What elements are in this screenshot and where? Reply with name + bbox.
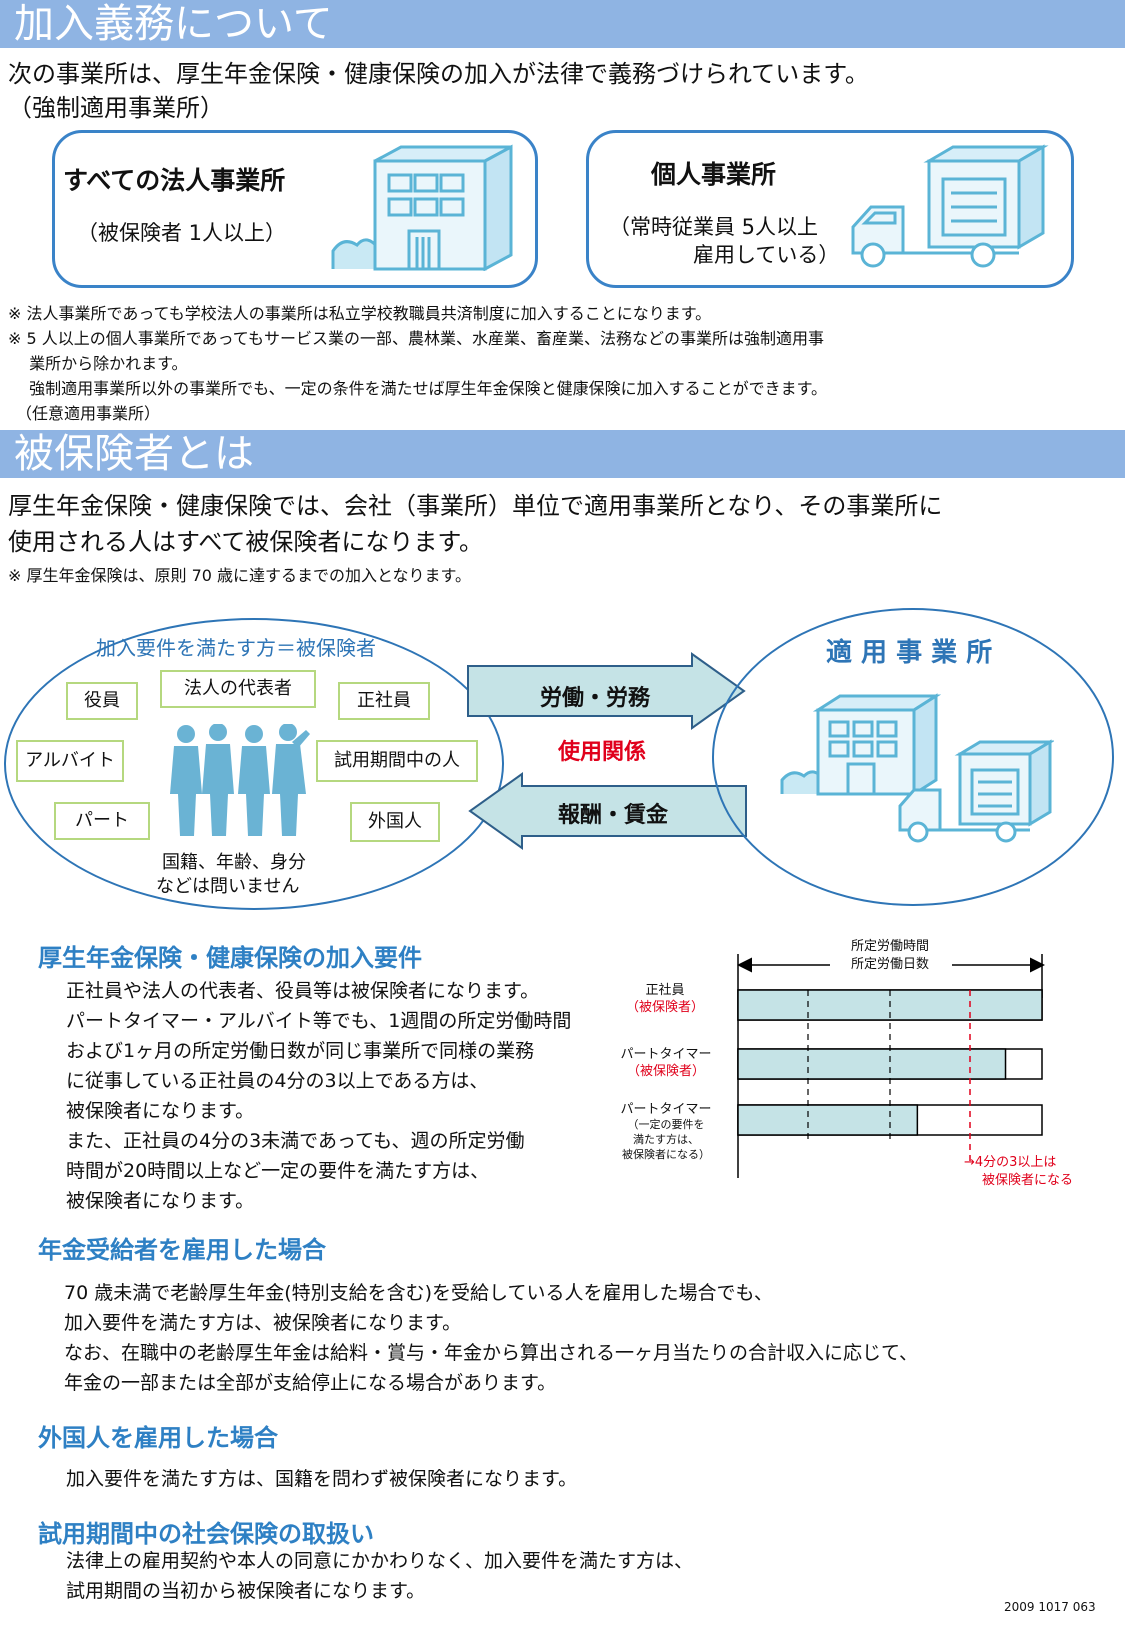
obligation-lead-line2: （強制適用事業所） [8,94,224,122]
truck-icon [851,144,1049,268]
requirements-line: 正社員や法人の代表者、役員等は被保険者になります。 [66,980,540,1002]
foreign-line: 加入要件を満たす方は、国籍を問わず被保険者になります。 [66,1468,578,1490]
obligation-lead-line1: 次の事業所は、厚生年金保険・健康保険の加入が法律で義務づけられています。 [8,60,869,88]
insured-ellipse-title: 加入要件を満たす方＝被保険者 [96,636,376,660]
insured-note: ※ 厚生年金保険は、原則 70 歳に達するまでの加入となります。 [8,566,471,585]
requirements-line: に従事している正社員の4分の3以上である方は、 [66,1070,489,1092]
requirements-line: また、正社員の4分の3未満であっても、週の所定労働 [66,1130,525,1152]
insured-lead-line2: 使用される人はすべて被保険者になります。 [8,528,483,556]
diagram-caption-2: などは問いません [156,876,300,897]
pension-line: 70 歳未満で老齢厚生年金(特別支給を含む)を受給している人を雇用した場合でも、 [64,1282,773,1304]
hours-chart-header-2: 所定労働日数 [850,957,929,972]
employer-ellipse [712,608,1114,906]
corporate-office-title: すべての法人事業所 [63,166,286,195]
obligation-note-1: ※ 法人事業所であっても学校法人の事業所は私立学校教職員共済制度に加入することに… [8,304,712,323]
employer-buildings-icon [780,693,1054,843]
tag-regular-employee: 正社員 [338,682,430,720]
employment-relation-label: 使用関係 [558,740,647,765]
individual-office-sub-1: （常時従業員 5人以上 [609,215,819,239]
corporate-office-box: すべての法人事業所 （被保険者 1人以上） [52,130,538,288]
hours-chart-header-1: 所定労働時間 [850,939,929,954]
individual-office-box: 個人事業所 （常時従業員 5人以上 雇用している） [586,130,1074,288]
pension-line: 加入要件を満たす方は、被保険者になります。 [64,1312,462,1334]
obligation-note-4: 強制適用事業所以外の事業所でも、一定の条件を満たせば厚生年金保険と健康保険に加入… [8,379,828,398]
office-building-icon [331,144,513,271]
tag-officer: 役員 [66,682,138,720]
diagram-caption-1: 国籍、年齢、身分 [162,852,306,873]
employer-title: 適 用 事 業 所 [826,638,993,668]
chart-row-label-2: パートタイマー （被保険者） [620,1047,712,1079]
hours-chart [737,954,1045,1178]
hours-bar-fill [737,1104,919,1136]
footer-code: 2009 1017 063 [1004,1600,1096,1614]
requirements-line: 時間が20時間以上など一定の要件を満たす方は、 [66,1160,490,1182]
threshold-note: →4分の3以上は 被保険者になる [964,1155,1074,1188]
pension-line: 年金の一部または全部が支給停止になる場合があります。 [64,1372,557,1394]
pension-line: なお、在職中の老齢厚生年金は給料・賞与・年金から算出される一ヶ月当たりの合計収入… [64,1342,919,1364]
insured-lead-line1: 厚生年金保険・健康保険では、会社（事業所）単位で適用事業所となり、その事業所に [8,492,943,520]
labor-arrow-right [467,652,746,730]
section-banner-insured: 被保険者とは [0,430,1125,478]
foreign-heading: 外国人を雇用した場合 [38,1424,278,1452]
section-banner-obligation: 加入義務について [0,0,1125,48]
requirements-text: 正社員や法人の代表者、役員等は被保険者になります。 パートタイマー・アルバイト等… [66,976,571,1216]
people-silhouette-icon [170,724,310,836]
requirements-heading: 厚生年金保険・健康保険の加入要件 [38,944,422,972]
trial-line: 試用期間の当初から被保険者になります。 [66,1580,426,1602]
requirements-line: 被保険者になります。 [66,1190,255,1212]
obligation-note-5: （任意適用事業所） [8,404,161,423]
chart-row-label-1: 正社員 （被保険者） [625,983,704,1015]
labor-arrow-label: 労働・労務 [540,686,651,711]
tag-foreigner: 外国人 [350,802,440,842]
pension-text: 70 歳未満で老齢厚生年金(特別支給を含む)を受給している人を雇用した場合でも、… [64,1278,918,1398]
pension-heading: 年金受給者を雇用した場合 [38,1236,326,1264]
tag-part-timer-arbeit: アルバイト [16,740,124,782]
tag-trial-period: 試用期間中の人 [316,740,478,782]
individual-office-sub-2: 雇用している） [693,243,840,267]
trial-line: 法律上の雇用契約や本人の同意にかかわりなく、加入要件を満たす方は、 [66,1550,694,1572]
requirements-line: 被保険者になります。 [66,1100,255,1122]
requirements-line: パートタイマー・アルバイト等でも、1週間の所定労働時間 [66,1010,572,1032]
trial-heading: 試用期間中の社会保険の取扱い [38,1520,374,1548]
individual-office-title: 個人事業所 [651,160,777,189]
hours-bar-fill [737,1048,1007,1080]
corporate-office-sub: （被保険者 1人以上） [77,221,287,245]
obligation-note-2: ※ 5 人以上の個人事業所であってもサービス業の一部、農林業、水産業、畜産業、法… [8,329,824,348]
chart-row-label-3: パートタイマー （一定の要件を 満たす方は、 被保険者になる） [620,1102,712,1161]
hours-chart-header: 所定労働時間 所定労働日数 [830,938,950,974]
insured-ellipse [4,618,504,910]
tag-representative: 法人の代表者 [160,670,316,708]
wage-arrow-left [468,772,747,850]
wage-arrow-label: 報酬・賃金 [558,803,669,828]
trial-text: 法律上の雇用契約や本人の同意にかかわりなく、加入要件を満たす方は、 試用期間の当… [66,1546,693,1606]
requirements-line: および1ヶ月の所定労働日数が同じ事業所で同様の業務 [66,1040,535,1062]
tag-part: パート [54,802,150,840]
obligation-note-3: 業所から除かれます。 [8,354,188,373]
